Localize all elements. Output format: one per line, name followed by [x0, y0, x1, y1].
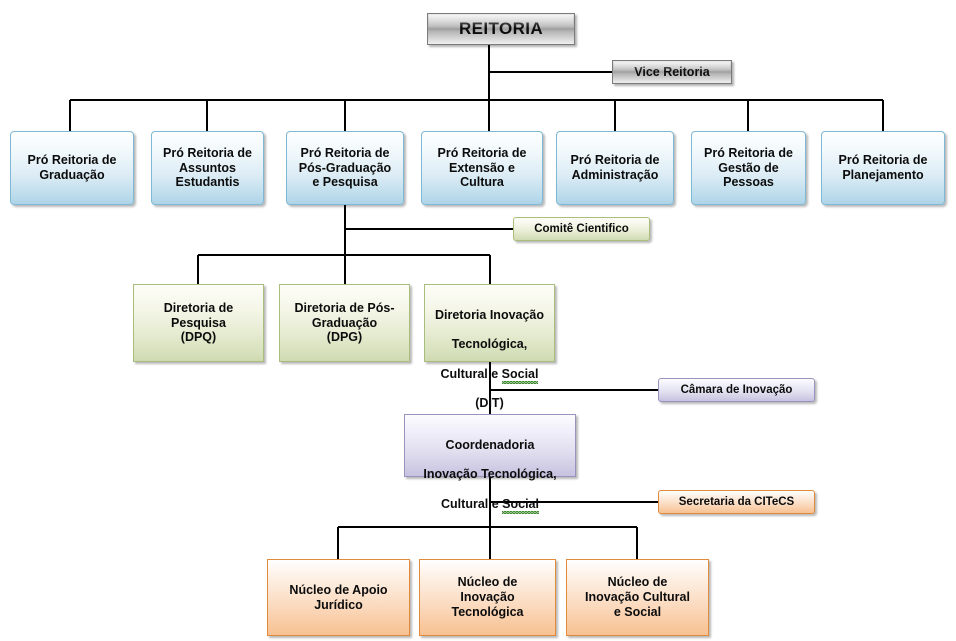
node-nucleo-inovacao-cultural-social[interactable]: Núcleo de Inovação Cultural e Social	[566, 559, 709, 636]
dit-line-2: Tecnológica,	[451, 337, 528, 352]
node-camara-inovacao[interactable]: Câmara de Inovação	[658, 378, 815, 402]
node-secretaria-citecs-label: Secretaria da CITeCS	[678, 496, 795, 508]
node-diretoria-inovacao-tecnologica-cultural-social[interactable]: Diretoria Inovação Tecnológica, Cultural…	[424, 284, 555, 410]
coordenadoria-line-3: Cultural e Social	[405, 496, 575, 514]
node-pro-reitoria-gestao-pessoas[interactable]: Pró Reitoria de Gestão de Pessoas	[691, 131, 806, 205]
node-diretoria-pos-graduacao[interactable]: Diretoria de Pós- Graduação (DPG)	[279, 284, 410, 362]
node-label: Pró Reitoria de Assuntos Estudantis	[163, 145, 252, 190]
node-vice-reitoria-label: Vice Reitoria	[634, 64, 710, 79]
node-comite-cientifico[interactable]: Comitê Cientifico	[513, 217, 650, 241]
node-camara-inovacao-label: Câmara de Inovação	[680, 384, 793, 396]
coordenadoria-line-3-prefix: Cultural e	[441, 496, 503, 511]
node-diretoria-pesquisa[interactable]: Diretoria de Pesquisa (DPQ)	[133, 284, 264, 362]
node-label: Pró Reitoria de Pós-Graduação e Pesquisa	[298, 145, 392, 190]
dit-line-3-flagged-word: Social	[501, 366, 539, 384]
node-label: Diretoria de Pesquisa (DPQ)	[163, 300, 234, 345]
node-comite-cientifico-label: Comitê Cientifico	[534, 223, 629, 235]
node-coordenadoria-inovacao[interactable]: Coordenadoria Inovação Tecnológica, Cult…	[404, 414, 576, 514]
node-pro-reitoria-graduacao[interactable]: Pró Reitoria de Graduação	[10, 131, 134, 205]
node-reitoria-label: REITORIA	[458, 18, 544, 38]
node-reitoria[interactable]: REITORIA	[427, 13, 575, 45]
node-pro-reitoria-assuntos-estudantis[interactable]: Pró Reitoria de Assuntos Estudantis	[151, 131, 264, 205]
dit-line-3-prefix: Cultural e	[440, 366, 502, 381]
coordenadoria-line-3-flagged-word: Social	[502, 496, 539, 514]
node-pro-reitoria-pos-graduacao-pesquisa[interactable]: Pró Reitoria de Pós-Graduação e Pesquisa	[286, 131, 404, 205]
node-pro-reitoria-extensao-cultura[interactable]: Pró Reitoria de Extensão e Cultura	[421, 131, 543, 205]
node-label: Pró Reitoria de Graduação	[27, 153, 117, 182]
node-label: Núcleo de Inovação Tecnológica	[451, 575, 524, 619]
node-nucleo-inovacao-tecnologica[interactable]: Núcleo de Inovação Tecnológica	[419, 559, 556, 636]
node-nucleo-apoio-juridico[interactable]: Núcleo de Apoio Jurídico	[267, 559, 410, 636]
node-pro-reitoria-administracao[interactable]: Pró Reitoria de Administração	[556, 131, 674, 205]
node-label: Núcleo de Inovação Cultural e Social	[585, 575, 690, 619]
node-vice-reitoria[interactable]: Vice Reitoria	[612, 60, 732, 84]
node-label: Pró Reitoria de Administração	[570, 153, 660, 182]
node-label: Diretoria de Pós- Graduação (DPG)	[294, 300, 395, 345]
node-label: Pró Reitoria de Gestão de Pessoas	[704, 145, 793, 190]
node-label: Núcleo de Apoio Jurídico	[289, 582, 388, 612]
coordenadoria-line-1: Coordenadoria	[445, 437, 535, 452]
dit-line-4: (DIT)	[475, 396, 504, 411]
coordenadoria-line-2: Inovação Tecnológica,	[423, 467, 557, 482]
node-pro-reitoria-planejamento[interactable]: Pró Reitoria de Planejamento	[821, 131, 945, 205]
dit-line-1: Diretoria Inovação	[434, 307, 545, 322]
node-label: Pró Reitoria de Planejamento	[838, 153, 928, 182]
node-secretaria-citecs[interactable]: Secretaria da CITeCS	[658, 490, 815, 514]
dit-line-3: Cultural e Social	[425, 366, 554, 384]
node-label: Pró Reitoria de Extensão e Cultura	[437, 145, 527, 190]
